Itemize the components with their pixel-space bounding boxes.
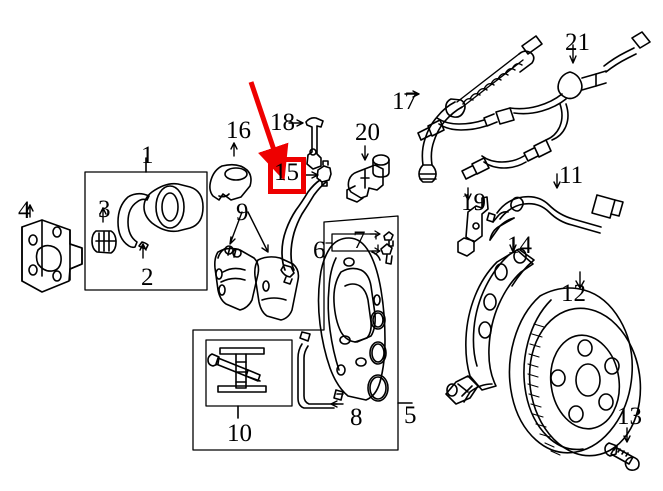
wiring-harness-group (417, 31, 651, 180)
callout-17: 17 (392, 88, 417, 115)
caliper-hardware-kit (205, 339, 293, 419)
callout-1: 1 (141, 142, 154, 169)
wheel-bearing (143, 182, 204, 233)
callout-11: 11 (559, 162, 584, 189)
brake-hose-line-group (404, 35, 543, 183)
dust-cap-group (209, 142, 252, 201)
callout-21: 21 (565, 29, 590, 56)
pad-wear-sensor (297, 331, 344, 409)
rotor-retaining-screw-group (604, 427, 640, 471)
brake-hose-part (280, 160, 332, 285)
callout-18: 18 (270, 109, 295, 136)
callout-16: 16 (226, 117, 251, 144)
callout-14: 14 (507, 232, 532, 259)
brake-rotor-group (508, 271, 642, 457)
bearing-clip (91, 230, 117, 254)
callout-8: 8 (350, 404, 363, 431)
callout-4: 4 (18, 197, 31, 224)
brake-caliper (317, 237, 386, 401)
callout-19: 19 (461, 189, 486, 216)
brake-splash-shield-group (445, 217, 535, 405)
callout-12: 12 (561, 280, 586, 307)
callout-9: 9 (236, 199, 249, 226)
brake-pad-set-group (214, 211, 300, 321)
wheel-hub-group (21, 204, 83, 293)
callout-15-highlighted: 15 (274, 159, 299, 186)
callout-5: 5 (404, 402, 417, 429)
callout-10: 10 (227, 420, 252, 447)
hose-bracket-group (288, 117, 324, 170)
wheel-bearing-kit-group (84, 157, 208, 291)
piston-seals (367, 310, 389, 402)
callout-13: 13 (617, 403, 642, 430)
wheel-speed-sensor-group (486, 173, 624, 234)
callout-7: 7 (353, 227, 366, 254)
caliper-assembly-group (192, 215, 413, 451)
callout-3: 3 (98, 196, 111, 223)
caliper-bolts (325, 230, 394, 265)
callout-2: 2 (141, 264, 154, 291)
sensor-bracket-group (457, 187, 489, 257)
callout-20: 20 (355, 119, 380, 146)
callout-6: 6 (313, 237, 326, 264)
abs-sensor-group (346, 145, 390, 203)
